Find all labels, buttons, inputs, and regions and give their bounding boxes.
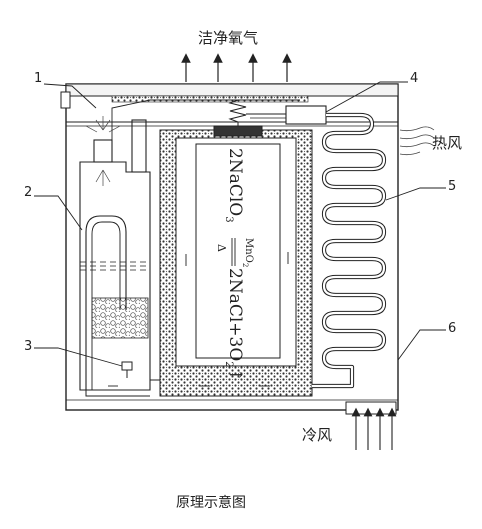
diagram-caption: 原理示意图 xyxy=(176,494,246,511)
callout-3: 3 xyxy=(24,339,32,354)
top-output-label: 洁净氧气 xyxy=(198,29,258,47)
callout-leaders xyxy=(34,81,446,367)
u-pipe-inner xyxy=(91,221,121,390)
bottom-channel xyxy=(85,379,160,397)
outlet-pipe xyxy=(111,99,300,160)
cold-air-label: 冷风 xyxy=(302,426,332,444)
callout-5: 5 xyxy=(448,179,456,194)
valve xyxy=(121,361,133,371)
callout-6: 6 xyxy=(448,321,456,336)
cold-air-inlet xyxy=(345,401,397,415)
svg-text:Δ: Δ xyxy=(215,244,228,252)
svg-text:2NaCl+3O2↑: 2NaCl+3O2↑ xyxy=(223,268,245,382)
spray-lines xyxy=(85,116,121,186)
reactor-cartridge xyxy=(195,143,281,359)
flow-arrows xyxy=(108,252,289,387)
top-panel xyxy=(65,83,399,97)
reactor-cap xyxy=(213,125,263,137)
heat-exchanger-box xyxy=(285,105,327,125)
filter-strip xyxy=(111,95,309,103)
callout-1: 1 xyxy=(34,71,42,86)
callout-2: 2 xyxy=(24,185,32,200)
water-level-dashes xyxy=(80,261,150,271)
cooling-coil xyxy=(312,112,387,389)
chemical-equation: 2NaClO3 MnO2 Δ 2NaCl+3O2↑ xyxy=(215,148,254,382)
hot-air-lines xyxy=(399,126,435,156)
cold-air-arrows xyxy=(351,407,397,450)
spring-icon xyxy=(228,99,247,126)
hinge-left xyxy=(60,91,71,109)
u-pipe xyxy=(85,215,127,390)
output-arrows xyxy=(181,53,292,82)
hot-air-label: 热风 xyxy=(432,134,462,152)
svg-text:2NaClO3: 2NaClO3 xyxy=(223,148,245,223)
cooling-coil-inner xyxy=(312,113,386,388)
humidifier-bottle xyxy=(79,119,151,391)
svg-text:MnO2: MnO2 xyxy=(241,238,254,267)
callout-4: 4 xyxy=(410,71,418,86)
